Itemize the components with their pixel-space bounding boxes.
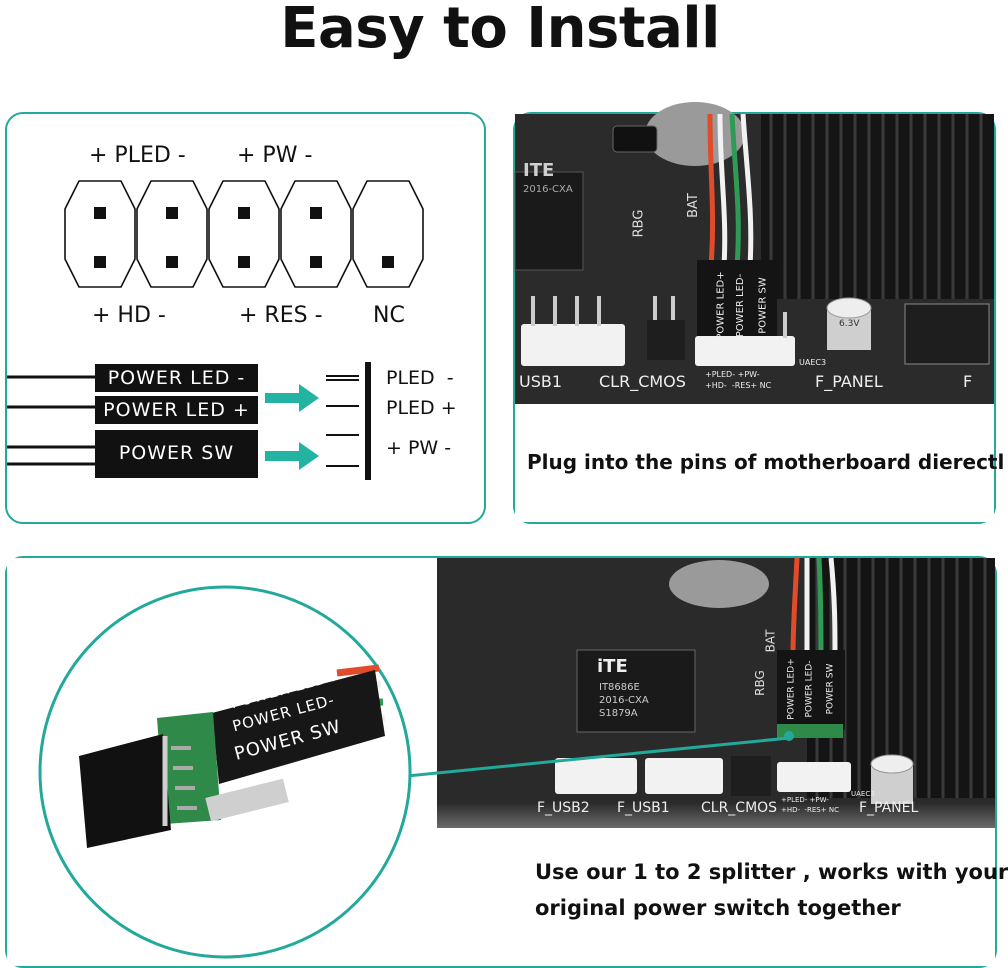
connector-label-power-led-minus: POWER LED-	[735, 273, 747, 338]
pin-pair-4	[280, 180, 352, 288]
splitter-caption-line1: Use our 1 to 2 splitter , works with you…	[535, 860, 1008, 884]
pw-label: + PW -	[237, 143, 313, 168]
zoom-point	[784, 731, 794, 741]
pled-label: + PLED -	[89, 143, 186, 168]
uaec-label: UAEC3	[799, 358, 827, 367]
connector-block	[697, 260, 777, 342]
ite-chip-label: iTE	[597, 656, 628, 677]
f-usb2-label: F_USB2	[537, 800, 590, 816]
bat-label: BAT	[763, 629, 778, 653]
pin-diagram-panel: + PLED - + PW -	[5, 112, 486, 524]
connector-label-power-sw: POWER SW	[757, 277, 769, 334]
heatsink-fins	[769, 114, 983, 299]
splitter-panel: POWER LED+ POWER LED- POWER SW iTE IT868…	[5, 556, 1008, 968]
connector-label-power-led-plus: POWER LED+	[715, 271, 727, 340]
pin-octagons	[64, 180, 424, 288]
header-label-pw: + PW -	[386, 437, 452, 459]
header-row2-label: +HD- -RES+ NC	[781, 806, 839, 814]
bat-label: BAT	[685, 193, 701, 218]
header-label-pled-minus: PLED -	[386, 367, 454, 389]
header-row1-label: +PLED- +PW-	[705, 370, 760, 379]
nc-label: NC	[373, 303, 405, 328]
uaec-label: UAEC3	[851, 790, 875, 798]
capacitor	[826, 297, 872, 350]
usb1-label: USB1	[519, 372, 563, 391]
connector-label-power-led-minus: POWER LED-	[804, 660, 815, 718]
ite-chip-lot: S1879A	[599, 708, 638, 719]
wires	[7, 375, 97, 466]
pin-pair-1	[64, 180, 136, 288]
f-panel-label: F_PANEL	[815, 372, 883, 391]
white-headers	[521, 303, 990, 366]
f-panel-label: F_PANEL	[859, 800, 919, 816]
pin-pair-2	[136, 180, 208, 288]
header-label-pled-plus: PLED +	[386, 397, 457, 419]
header-row1-label: +PLED- +PW-	[781, 796, 829, 804]
motherboard-caption: Plug into the pins of motherboard dierec…	[527, 450, 1005, 474]
header-pins	[326, 375, 359, 467]
header-row2-label: +HD- -RES+ NC	[705, 381, 772, 390]
cmos-jumper	[647, 320, 685, 360]
connector-label-power-led-plus: POWER LED+	[786, 658, 797, 720]
splitter-caption-line2: original power switch together	[535, 896, 901, 920]
cmos-battery	[645, 102, 745, 166]
connector-labels: POWER LED+ POWER LED- POWER SW	[777, 654, 847, 724]
clr-cmos-label: CLR_CMOS	[599, 372, 686, 391]
chip-label: ITE	[523, 160, 555, 181]
chip	[514, 171, 584, 271]
ite-chip-sub: 2016-CXA	[599, 695, 649, 706]
clr-cmos-label: CLR_CMOS	[701, 800, 778, 816]
connector-labels: POWER LED+ POWER LED- POWER SW	[701, 271, 779, 340]
arrow-icons	[265, 384, 319, 470]
rbg-label: RBG	[752, 670, 767, 696]
cap-label: 6.3V	[839, 319, 860, 329]
zoomed-connector	[79, 664, 386, 848]
res-label: + RES -	[239, 303, 323, 328]
wire-label-power-sw: POWER SW	[118, 442, 235, 464]
splitter-photo	[7, 557, 995, 966]
connector-label-power-sw: POWER SW	[825, 663, 836, 715]
f-label: F	[963, 372, 973, 391]
wire-label-power-led-plus: POWER LED +	[103, 399, 250, 421]
rbg-label: RBG	[631, 209, 647, 238]
pin-pair-3	[208, 180, 280, 288]
f-usb1-label: F_USB1	[617, 800, 670, 816]
pin-pair-5	[352, 180, 424, 288]
wire-label-boxes	[95, 364, 258, 478]
hd-label: + HD -	[92, 303, 166, 328]
page-title: Easy to Install	[280, 0, 720, 61]
motherboard-photo	[514, 102, 994, 522]
wire-label-power-led-minus: POWER LED -	[107, 367, 246, 389]
zoom-line	[406, 736, 790, 778]
motherboard-panel: ITE 2016-CXA RBG BAT 6.3V POWER LED+ POW…	[513, 102, 1004, 524]
header-bar	[365, 362, 371, 480]
pin-squares	[94, 207, 394, 268]
heatsink	[761, 114, 994, 299]
wires	[707, 113, 754, 267]
pin-header-diagram	[7, 180, 424, 480]
ite-chip-model: IT8686E	[599, 682, 640, 693]
chip-sub-label: 2016-CXA	[523, 184, 573, 195]
jumper	[612, 125, 658, 153]
